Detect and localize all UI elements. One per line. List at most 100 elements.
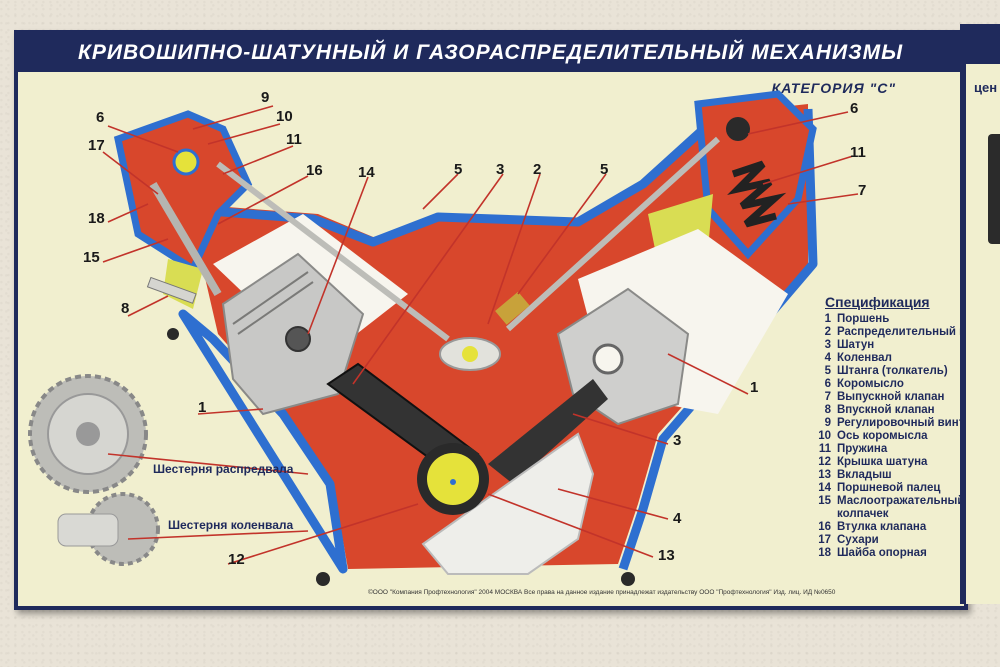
callout-1-right: 1	[750, 379, 759, 396]
spec-item-label: Штанга (толкатель)	[837, 365, 948, 377]
callout-11-right: 11	[850, 144, 866, 161]
callout-13: 13	[658, 547, 675, 564]
crankshaft-gear	[57, 492, 160, 566]
spec-item-number: 4	[824, 352, 831, 364]
spec-item-label: Крышка шатуна	[837, 456, 928, 468]
spec-items: 1 Поршень 2 Распределительный вал 3 Шатун 4 Кол…	[813, 313, 968, 560]
callout-1-left: 1	[198, 399, 207, 416]
pushrod-right	[505, 136, 721, 332]
spec-item-label: Регулировочный винт	[837, 417, 965, 429]
right-rocker	[726, 117, 750, 141]
spec-item-number: 2	[824, 326, 831, 338]
spec-item: 17 Сухари	[813, 534, 964, 547]
right-valve-spring	[727, 160, 787, 228]
spec-item-number: 18	[818, 547, 831, 559]
spec-item-number: 17	[818, 534, 831, 546]
left-head	[113, 110, 253, 275]
callout-11-left: 11	[286, 131, 302, 148]
spec-item-label: Пружина	[837, 443, 888, 455]
callout-10: 10	[276, 108, 293, 125]
callout-6-right: 6	[850, 100, 859, 117]
callout-7: 7	[858, 182, 867, 199]
spec-item-number: 9	[824, 417, 831, 429]
callout-5-left: 5	[454, 161, 463, 178]
adjacent-poster-text: цен	[974, 80, 998, 95]
spec-item-number: 14	[818, 482, 831, 494]
spec-title: Спецификация	[825, 294, 930, 310]
pushrod-tappet	[495, 291, 530, 325]
connecting-rod-right	[488, 379, 608, 484]
spec-item: 3 Шатун	[813, 339, 964, 352]
callout-3-top: 3	[496, 161, 505, 178]
spec-item-number: 5	[824, 365, 831, 377]
spec-item-label: Вкладыш	[837, 469, 892, 481]
adjacent-poster: цен	[960, 24, 1000, 604]
spec-item-label: Сухари	[837, 534, 879, 546]
spec-item: 6 Коромысло	[813, 378, 964, 391]
spec-item: 13 Вкладыш	[813, 469, 964, 482]
copyright-footer: ©ООО "Компания Профтехнология" 2004 МОСК…	[368, 589, 836, 596]
spec-item-number: 1	[824, 313, 831, 325]
spec-item: 9 Регулировочный винт	[813, 417, 965, 430]
spec-item: 16 Втулка клапана	[813, 521, 964, 534]
spec-item-number: 16	[818, 521, 831, 533]
specification-list: Спецификация 1 Поршень 2 Распределительный …	[813, 294, 968, 560]
spec-item-label: Распределительный вал	[837, 326, 968, 338]
spec-item-number: 8	[824, 404, 831, 416]
callout-18: 18	[88, 210, 105, 227]
callout-12: 12	[228, 551, 245, 568]
spec-item-label: Поршневой палец	[837, 482, 941, 494]
callout-8: 8	[121, 300, 130, 317]
spec-item-number: 13	[818, 469, 831, 481]
poster-title: КРИВОШИПНО-ШАТУННЫЙ И ГАЗОРАСПРЕДЕЛИТЕЛЬ…	[18, 34, 964, 72]
callout-6-left: 6	[96, 109, 105, 126]
poster: КРИВОШИПНО-ШАТУННЫЙ И ГАЗОРАСПРЕДЕЛИТЕЛЬ…	[14, 30, 968, 610]
callout-16: 16	[306, 162, 323, 179]
bolt-side	[167, 328, 179, 340]
leader-lines	[102, 105, 859, 565]
left-piston-pin	[285, 326, 311, 352]
camshaft-gear	[28, 374, 148, 494]
spec-item-label: Коленвал	[837, 352, 892, 364]
spec-item: 4 Коленвал	[813, 352, 964, 365]
spec-item-label: Шатун	[837, 339, 875, 351]
left-rocker-axis	[172, 148, 200, 176]
adjacent-poster-object	[988, 134, 1000, 244]
spec-item-label: Впускной клапан	[837, 404, 935, 416]
callout-5-right: 5	[600, 161, 609, 178]
spec-item-label: Втулка клапана	[837, 521, 927, 533]
spec-item: 2 Распределительный вал	[813, 326, 968, 339]
spec-item-number: 11	[818, 443, 831, 455]
spec-item-number: 6	[824, 378, 831, 390]
spec-item: 1 Поршень	[813, 313, 964, 326]
spec-item-number: 12	[818, 456, 831, 468]
bolt-left	[316, 572, 330, 586]
spec-item-label: Коромысло	[837, 378, 904, 390]
bolt-right	[621, 572, 635, 586]
spec-item-number: 3	[824, 339, 831, 351]
spec-item-label: Выпускной клапан	[837, 391, 945, 403]
spec-item: 5 Штанга (толкатель)	[813, 365, 964, 378]
spec-item-label: Поршень	[837, 313, 890, 325]
callout-15: 15	[83, 249, 100, 266]
gear-crankshaft-label: Шестерня коленвала	[168, 518, 294, 532]
callout-14: 14	[358, 164, 375, 181]
adjacent-poster-header	[966, 24, 1000, 64]
callout-17: 17	[88, 137, 105, 154]
spec-item: 18 Шайба опорная	[813, 547, 964, 560]
spec-item-label: Маслоотражательный колпачек	[837, 495, 965, 520]
spark-plug	[146, 276, 197, 304]
spec-item-number: 10	[818, 430, 831, 442]
callout-9: 9	[261, 89, 270, 106]
callout-2: 2	[533, 161, 542, 178]
spec-item-label: Шайба опорная	[837, 547, 927, 559]
pushrod-left	[216, 161, 450, 342]
category-label: КАТЕГОРИЯ "С"	[771, 80, 896, 96]
right-piston-pin	[592, 343, 624, 375]
crank-disk	[421, 432, 595, 575]
spec-item: 11 Пружина	[813, 443, 964, 456]
callout-4: 4	[673, 510, 682, 527]
